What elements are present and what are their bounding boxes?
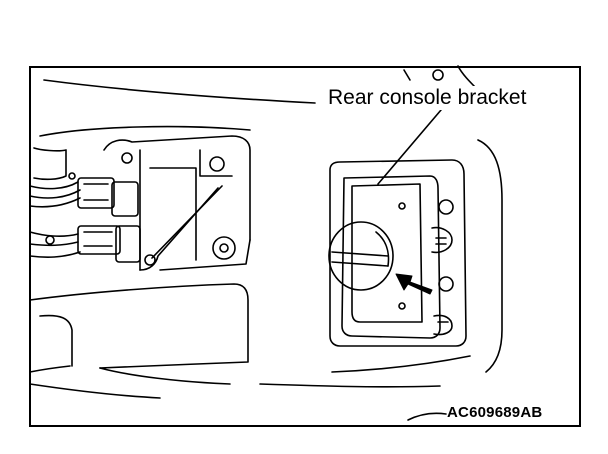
arrow-icon bbox=[395, 273, 433, 295]
top-small-hole bbox=[432, 69, 444, 81]
figure-id-underline bbox=[407, 412, 447, 421]
connector-assembly bbox=[29, 147, 141, 263]
console-top-contour bbox=[43, 79, 316, 104]
lower-trim bbox=[29, 283, 441, 399]
leader-line-bracket bbox=[377, 109, 442, 185]
console-upper-edge bbox=[39, 125, 251, 137]
figure-id-label: AC609689AB bbox=[447, 404, 543, 421]
left-bracket bbox=[103, 135, 251, 271]
leader-line-connector bbox=[151, 185, 223, 259]
rear-console-bracket bbox=[328, 139, 503, 373]
callout-rear-console-bracket: Rear console bracket bbox=[326, 86, 529, 110]
